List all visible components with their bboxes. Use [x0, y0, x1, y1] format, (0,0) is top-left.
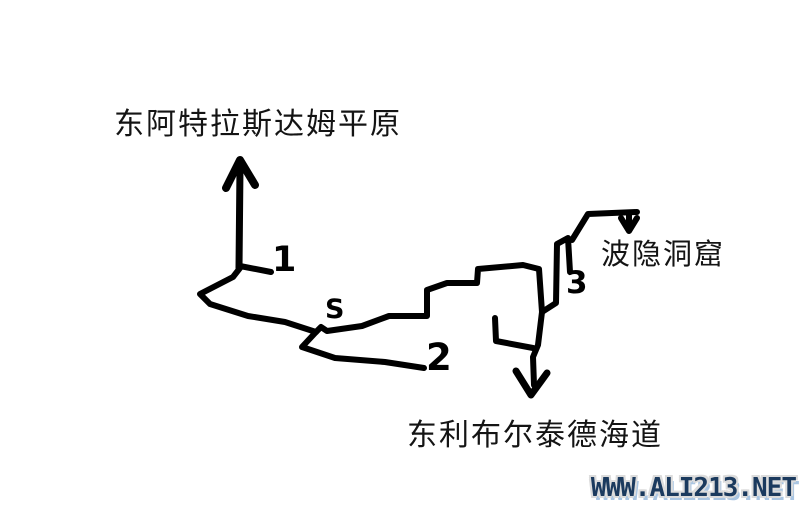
- marker-point-1: 1: [272, 240, 297, 280]
- branch-to-point2: [299, 329, 427, 371]
- side-room-hook: [492, 315, 536, 351]
- route-west-switchback: [197, 265, 319, 335]
- south-descent: [530, 309, 545, 388]
- north-exit-label: 东阿特拉斯达姆平原: [114, 108, 402, 141]
- site-watermark: WWW.ALI213.NET: [590, 473, 797, 503]
- north-arrow-shaft: [235, 163, 244, 272]
- marker-point-2: 2: [426, 336, 452, 379]
- cave-arrow-head: [618, 215, 640, 234]
- cave-label: 波隐洞窟: [601, 239, 726, 271]
- link-to-cave: [569, 209, 640, 243]
- spur-to-point1: [237, 263, 274, 275]
- south-exit-label: 东利布尔泰德海道: [407, 419, 663, 452]
- north-arrow-head: [222, 156, 259, 192]
- route-east-steps: [313, 262, 545, 335]
- marker-start: S: [325, 294, 345, 325]
- marker-point-3: 3: [566, 265, 588, 301]
- south-arrow-head: [512, 367, 551, 399]
- hairpin-to-point3: [539, 235, 573, 315]
